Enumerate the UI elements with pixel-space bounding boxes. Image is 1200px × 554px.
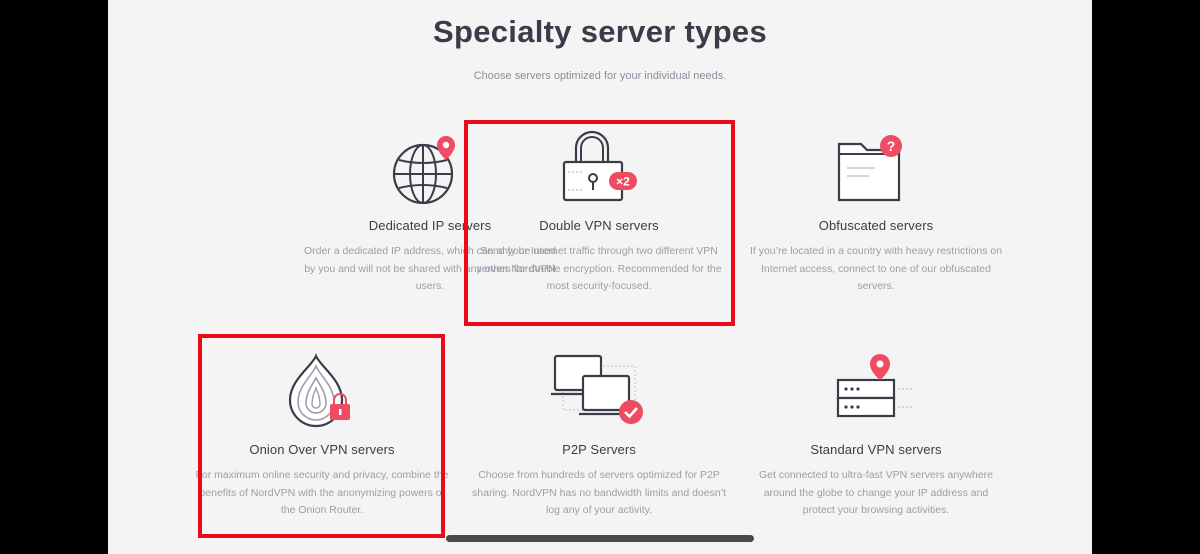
- folder-question-icon: ?: [744, 120, 1008, 204]
- card-description: Get connected to ultra-fast VPN servers …: [758, 469, 994, 516]
- card-obfuscated[interactable]: ? Obfuscated servers If you’re located i…: [744, 120, 1008, 296]
- svg-text:?: ?: [887, 138, 896, 154]
- card-title: P2P Servers: [562, 442, 636, 457]
- globe-pin-icon: [298, 120, 562, 204]
- home-indicator[interactable]: [446, 535, 754, 542]
- card-description: Send your Internet traffic through two d…: [476, 245, 722, 292]
- onion-lock-icon: [190, 344, 454, 428]
- card-p2p[interactable]: P2P Servers Choose from hundreds of serv…: [467, 344, 731, 520]
- devices-check-icon: [467, 344, 731, 428]
- padlock-x2-icon: ×2: [467, 120, 731, 204]
- app-screen: Specialty server types Choose servers op…: [108, 0, 1092, 554]
- card-title: Dedicated IP servers: [368, 218, 492, 233]
- card-description: Choose from hundreds of servers optimize…: [472, 469, 726, 516]
- card-description: Order a dedicated IP address, which can …: [304, 245, 556, 292]
- card-title: Double VPN servers: [539, 218, 659, 233]
- highlight-box-onion: [198, 334, 445, 538]
- card-onion-over-vpn[interactable]: Onion Over VPN servers For maximum onlin…: [190, 344, 454, 520]
- card-dedicated-ip[interactable]: Dedicated IP servers Order a dedicated I…: [298, 120, 562, 296]
- card-description: If you’re located in a country with heav…: [749, 245, 1003, 292]
- card-double-vpn[interactable]: ×2 Double VPN servers Send your Internet…: [467, 120, 731, 296]
- svg-text:×2: ×2: [616, 175, 630, 189]
- card-title: Obfuscated servers: [818, 218, 934, 233]
- page-title: Specialty server types: [432, 14, 768, 49]
- card-description: For maximum online security and privacy,…: [195, 469, 449, 516]
- card-title: Standard VPN servers: [810, 442, 942, 457]
- highlight-box-double-vpn: [464, 120, 735, 326]
- server-pin-icon: [744, 344, 1008, 428]
- card-standard-vpn[interactable]: Standard VPN servers Get connected to ul…: [744, 344, 1008, 520]
- card-title: Onion Over VPN servers: [249, 442, 395, 457]
- page-subtitle: Choose servers optimized for your indivi…: [473, 70, 727, 82]
